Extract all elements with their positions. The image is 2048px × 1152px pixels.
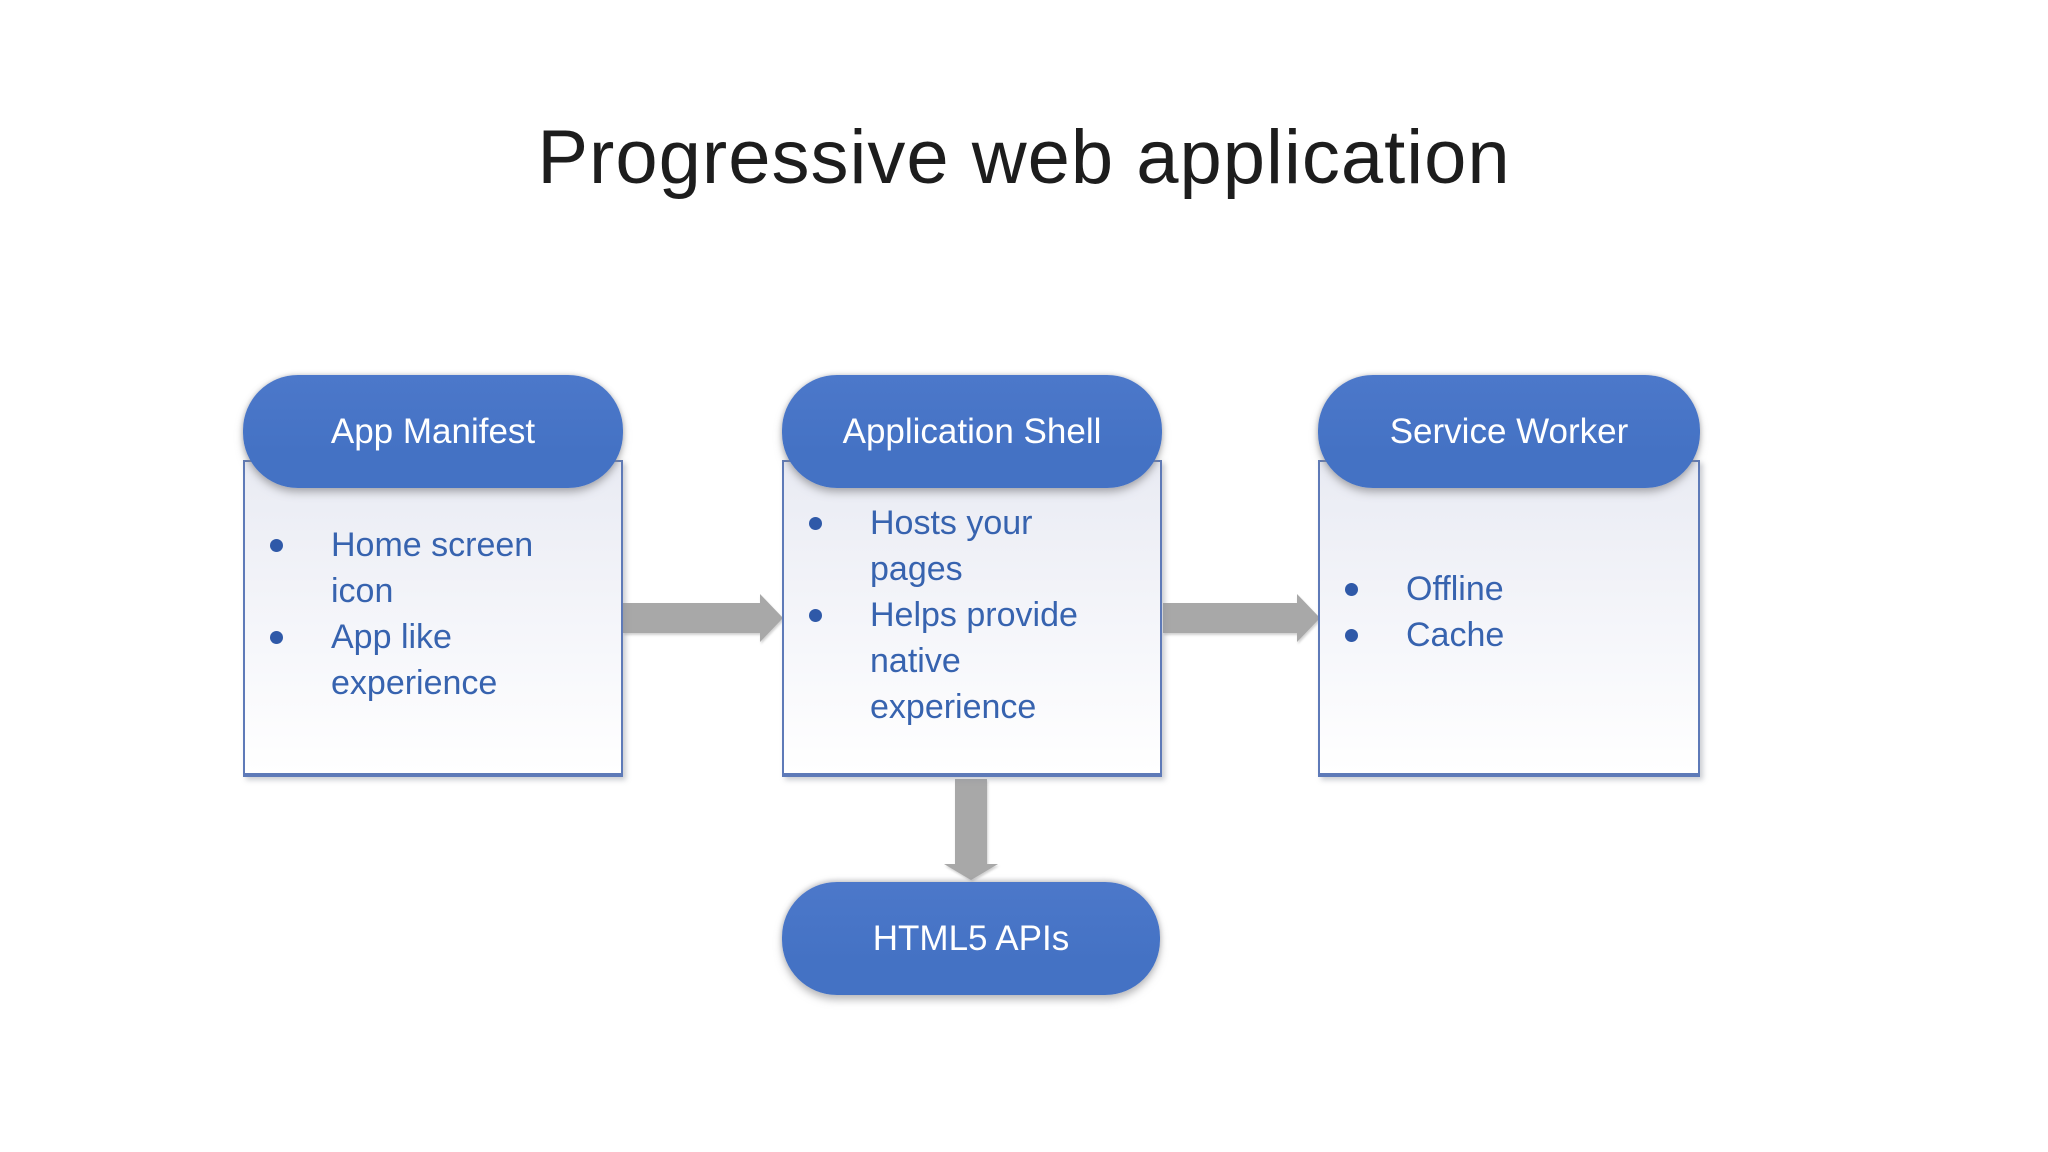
node-application-shell-header: Application Shell [782, 375, 1162, 488]
bullet-dot-icon [809, 517, 822, 530]
node-service-worker-body [1318, 460, 1700, 777]
bullet-item: Offline [1345, 566, 1688, 612]
node-app-manifest: App Manifest Home screen icon App like e… [243, 375, 623, 777]
bullet-dot-icon [1345, 583, 1358, 596]
arrow-right-icon [1163, 594, 1320, 642]
bullet-text: App like experience [331, 618, 498, 702]
node-application-shell: Application Shell Hosts your pages Helps… [782, 375, 1162, 777]
arrow-stem [1163, 603, 1297, 633]
node-html5-apis-label: HTML5 APIs [872, 918, 1070, 958]
bullet-text: Hosts your pages [870, 504, 1033, 588]
bullet-item: Helps provide native experience [809, 592, 1150, 730]
bullet-text: Helps provide native experience [870, 596, 1078, 726]
bullet-item: App like experience [270, 614, 611, 706]
node-application-shell-body [782, 460, 1162, 777]
slide-title: Progressive web application [537, 115, 1511, 200]
arrow-head [944, 864, 998, 880]
bullet-item: Hosts your pages [809, 500, 1150, 592]
arrow-stem [623, 603, 760, 633]
bullet-item: Home screen icon [270, 522, 611, 614]
node-service-worker-title: Service Worker [1389, 411, 1629, 451]
node-app-manifest-body [243, 460, 623, 777]
bullet-dot-icon [270, 631, 283, 644]
bullet-dot-icon [1345, 629, 1358, 642]
bullet-item: Cache [1345, 612, 1688, 658]
bullet-dot-icon [270, 539, 283, 552]
node-service-worker: Service Worker Offline Cache [1318, 375, 1700, 777]
bullet-list: Home screen icon App like experience [270, 522, 611, 706]
arrow-head [1297, 594, 1320, 642]
arrow-right-icon [623, 594, 783, 642]
bullet-text: Home screen icon [331, 526, 534, 610]
arrow-stem [955, 779, 987, 864]
node-app-manifest-header: App Manifest [243, 375, 623, 488]
bullet-list: Hosts your pages Helps provide native ex… [809, 500, 1150, 730]
bullet-list: Offline Cache [1345, 566, 1688, 658]
node-application-shell-title: Application Shell [842, 411, 1102, 451]
node-app-manifest-title: App Manifest [330, 411, 536, 451]
bullet-dot-icon [809, 609, 822, 622]
node-html5-apis: HTML5 APIs [782, 882, 1160, 995]
arrow-down-icon [944, 779, 998, 880]
bullet-text: Cache [1406, 616, 1505, 654]
arrow-head [760, 594, 783, 642]
node-service-worker-header: Service Worker [1318, 375, 1700, 488]
bullet-text: Offline [1406, 570, 1504, 608]
